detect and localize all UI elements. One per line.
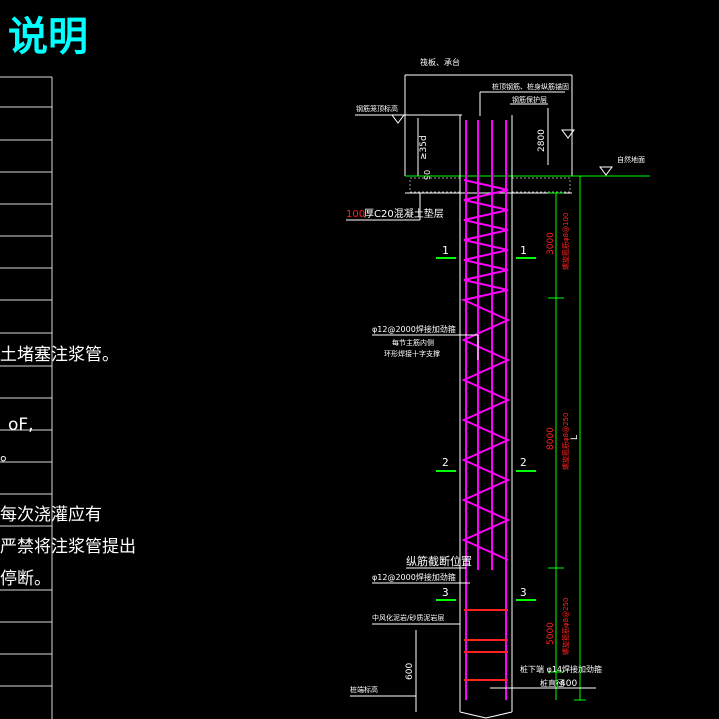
top-label: 筏板、承台 — [420, 57, 460, 67]
note-line-5: 严禁将注浆管提出 — [0, 537, 136, 557]
note-line-4: 每次浇灌应有 — [0, 505, 102, 525]
section-2-left: 2 — [442, 456, 449, 469]
page-title: 说明 — [8, 14, 88, 60]
note-line-1: 土堵塞注浆管。 — [0, 345, 119, 365]
top-note-2: 钢筋保护层 — [512, 95, 547, 104]
hoop-label-1: φ12@2000焊接加劲箍 — [372, 324, 456, 334]
ground-line — [405, 175, 650, 194]
notes-table-grid — [0, 76, 53, 719]
hoop-label-2: φ12@2000焊接加劲箍 — [372, 572, 456, 582]
spiral-hoops — [460, 179, 511, 561]
cushion-text: 厚C20混凝土垫层 — [364, 207, 444, 220]
section-1-right: 1 — [520, 244, 527, 257]
elevation-marker-icon — [391, 114, 405, 124]
section-marker-1: 1 1 — [436, 244, 536, 259]
dim-2800: 2800 — [537, 129, 547, 152]
pile-dia: 400 — [560, 679, 577, 689]
bottom-hoop-label: 桩下端 φ14焊接加劲箍 — [520, 664, 602, 674]
section-marker-3: 3 3 — [436, 586, 536, 601]
pile-bottom-label: 桩端标高 — [350, 685, 378, 694]
dim-600: 600 — [405, 663, 415, 680]
section-marker-2: 2 2 — [436, 456, 536, 472]
cutoff-label: 纵筋截断位置 — [406, 554, 472, 568]
left-top-label: 钢筋笼顶标高 — [356, 104, 398, 113]
note-line-2: oF, — [8, 415, 34, 435]
lower-hoops — [464, 609, 508, 681]
note-line-6: 停断。 — [0, 569, 51, 589]
dim-90: 90 — [423, 170, 432, 180]
spiral-hoop-line — [460, 179, 511, 561]
section-3-left: 3 — [442, 586, 449, 599]
elevation-marker-icon-right — [561, 129, 575, 139]
segment-dimensions — [548, 175, 586, 701]
anchor-dim: ≥35d — [419, 135, 429, 160]
ground-label: 自然地面 — [617, 155, 645, 164]
top-note: 桩顶钢筋、桩身纵筋锚固 — [492, 82, 569, 91]
hoop-note-a: 每节主筋内侧 — [392, 338, 434, 347]
total-dim: L — [570, 435, 580, 440]
seg1-dim: 3000 — [546, 232, 556, 255]
seg3-spec: 螺旋箍筋φ8@250 — [561, 598, 570, 655]
seg2-dim: 8000 — [546, 427, 556, 450]
section-1-left: 1 — [442, 244, 449, 257]
seg3-dim: 5000 — [546, 622, 556, 645]
note-line-3: 。 — [0, 445, 17, 465]
pile-outline — [459, 115, 513, 719]
cushion-num: 100 — [346, 209, 365, 220]
seg1-spec: 螺旋箍筋φ8@100 — [561, 213, 570, 270]
pile-dia-label: 桩直径 — [540, 678, 564, 688]
ground-marker-icon — [599, 166, 613, 176]
section-2-right: 2 — [520, 456, 527, 469]
section-3-right: 3 — [520, 586, 527, 599]
notes-text: 土堵塞注浆管。 oF, 。 每次浇灌应有 严禁将注浆管提出 停断。 — [0, 345, 136, 589]
seg2-spec: 螺旋箍筋φ8@250 — [561, 413, 570, 470]
hoop-note-b: 环形焊接十字支撑 — [384, 349, 440, 358]
top-annotations — [355, 74, 573, 176]
bottom-cage-label: 中风化泥岩/砂质泥岩层 — [372, 613, 444, 622]
